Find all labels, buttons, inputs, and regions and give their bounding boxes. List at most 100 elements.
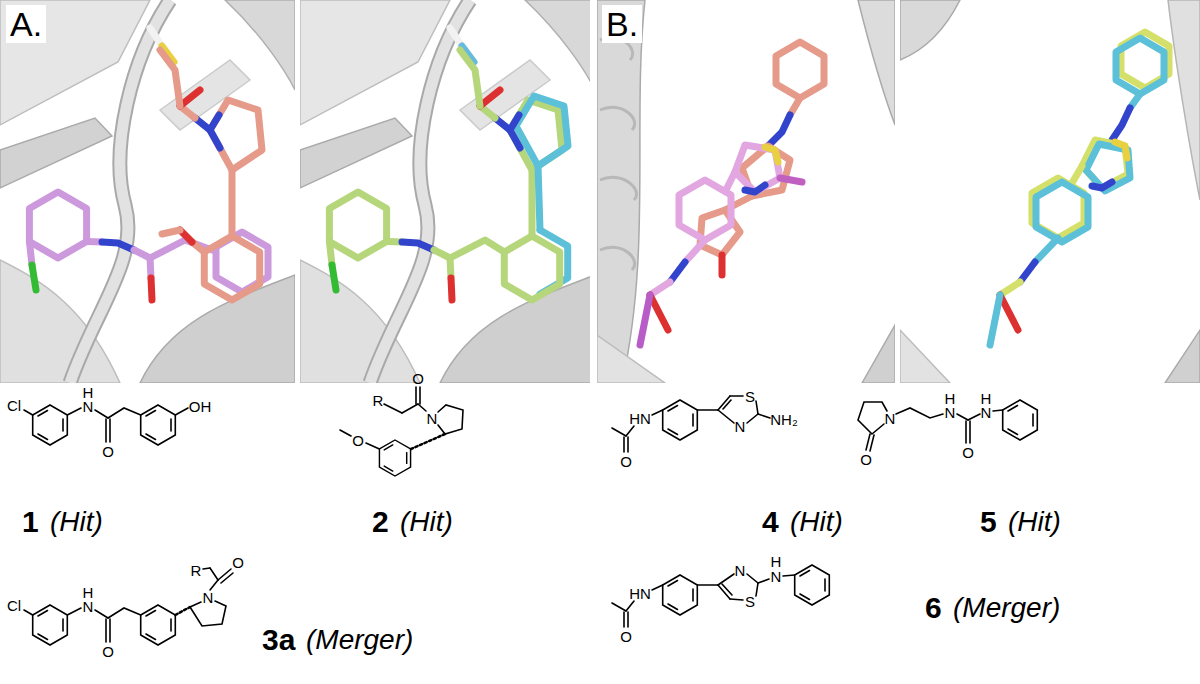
protein-panel xyxy=(329,242,332,266)
protein-panel xyxy=(862,325,895,383)
chemical-structures xyxy=(623,437,625,452)
protein-panel xyxy=(650,282,670,295)
atom-label: N xyxy=(735,563,746,578)
chemical-structures xyxy=(747,414,758,423)
compound-tag: (Hit) xyxy=(790,508,843,536)
protein-panel xyxy=(29,28,268,300)
compound-tag: (Hit) xyxy=(1008,508,1061,536)
protein-panel xyxy=(1168,0,1200,200)
chemical-structures xyxy=(612,428,626,436)
atom-label: Cl xyxy=(7,598,21,613)
protein-panel xyxy=(450,240,504,258)
chemical-structures xyxy=(379,440,410,476)
chemical-structures xyxy=(723,400,731,409)
protein-panel xyxy=(229,170,236,236)
protein-panel xyxy=(300,0,590,383)
protein-panel xyxy=(329,28,568,300)
protein-panel xyxy=(460,50,480,106)
chemical-structures xyxy=(795,565,830,605)
atom-label: O xyxy=(232,555,244,570)
protein-panel xyxy=(1092,182,1112,188)
atom-label: O xyxy=(352,433,364,448)
protein-panel xyxy=(650,295,668,330)
protein-panel xyxy=(670,262,685,282)
protein-panel xyxy=(1000,295,1018,330)
chemical-structures xyxy=(221,573,233,583)
compound-tag: (Hit) xyxy=(50,508,103,536)
protein-panel xyxy=(151,278,152,300)
chemical-structures xyxy=(747,574,758,583)
chemical-structures xyxy=(969,421,971,443)
chemical-structures xyxy=(203,568,210,569)
protein-panel xyxy=(32,265,36,290)
protein-panel xyxy=(538,166,540,230)
atom-label: N xyxy=(203,590,214,605)
chemical-structures xyxy=(175,607,190,615)
chemical-structures xyxy=(418,404,426,411)
chemical-structures xyxy=(340,430,351,436)
protein-panel xyxy=(780,178,802,182)
chemical-structures xyxy=(402,404,418,413)
chemical-structures xyxy=(24,610,33,615)
chemical-structures xyxy=(718,396,730,410)
chemical-structures xyxy=(612,603,626,611)
compound-tag: (Merger) xyxy=(306,626,413,654)
compound-number: 1 xyxy=(22,507,39,537)
atom-label: H xyxy=(83,585,94,600)
atom-label: H xyxy=(945,391,956,406)
protein-panel xyxy=(742,146,790,196)
chemical-structures xyxy=(95,610,108,618)
protein-panel xyxy=(768,115,790,146)
protein-panel xyxy=(1115,142,1127,158)
atom-label: S xyxy=(745,389,755,404)
atom-label: O xyxy=(102,444,114,459)
atom-label: R xyxy=(373,393,384,408)
atom-label: N xyxy=(771,569,782,584)
chemical-structures xyxy=(438,405,463,434)
chemical-structures xyxy=(109,419,111,442)
atom-label: H xyxy=(981,391,992,406)
chemical-structures xyxy=(1003,400,1038,440)
protein-panel xyxy=(640,295,650,345)
chemical-structures xyxy=(24,387,1037,645)
chemical-structures xyxy=(697,409,718,411)
chemical-structures xyxy=(384,404,402,413)
protein-panel xyxy=(332,265,336,290)
protein-panel xyxy=(451,278,452,300)
protein-panel xyxy=(597,335,665,383)
chemical-structures xyxy=(67,408,81,415)
chemical-structures xyxy=(652,585,663,590)
atom-label: HN xyxy=(629,411,651,426)
protein-panel xyxy=(1072,166,1082,183)
chemical-structures xyxy=(190,602,201,607)
chemical-structures xyxy=(379,440,410,476)
protein-panel xyxy=(504,236,559,300)
protein-panel xyxy=(727,172,735,188)
atom-label: N xyxy=(83,599,94,614)
atom-label: O xyxy=(860,452,872,467)
protein-panel xyxy=(679,180,731,240)
chemical-structures xyxy=(697,584,718,586)
chemical-structures xyxy=(652,410,663,415)
chemical-structures xyxy=(718,410,734,423)
protein-panel xyxy=(1165,330,1200,383)
protein-panel xyxy=(0,0,295,383)
compound-tag: (Merger) xyxy=(953,594,1060,622)
atom-label: N xyxy=(885,411,896,426)
compound-number: 6 xyxy=(925,593,942,623)
chemical-structures xyxy=(411,434,445,449)
chemical-structures xyxy=(993,410,1003,411)
chemical-structures xyxy=(957,414,968,420)
chemical-structures xyxy=(722,584,732,595)
protein-panel xyxy=(597,0,645,383)
atom-label: NH₂ xyxy=(770,412,798,427)
chemical-structures xyxy=(623,612,625,627)
chemical-structures xyxy=(626,601,634,611)
panel-label: A. xyxy=(6,5,46,43)
atom-label: S xyxy=(745,594,755,609)
protein-panel xyxy=(600,37,636,270)
protein-panel xyxy=(29,192,86,258)
chemical-structures xyxy=(896,408,943,418)
chemical-structures xyxy=(105,619,107,642)
